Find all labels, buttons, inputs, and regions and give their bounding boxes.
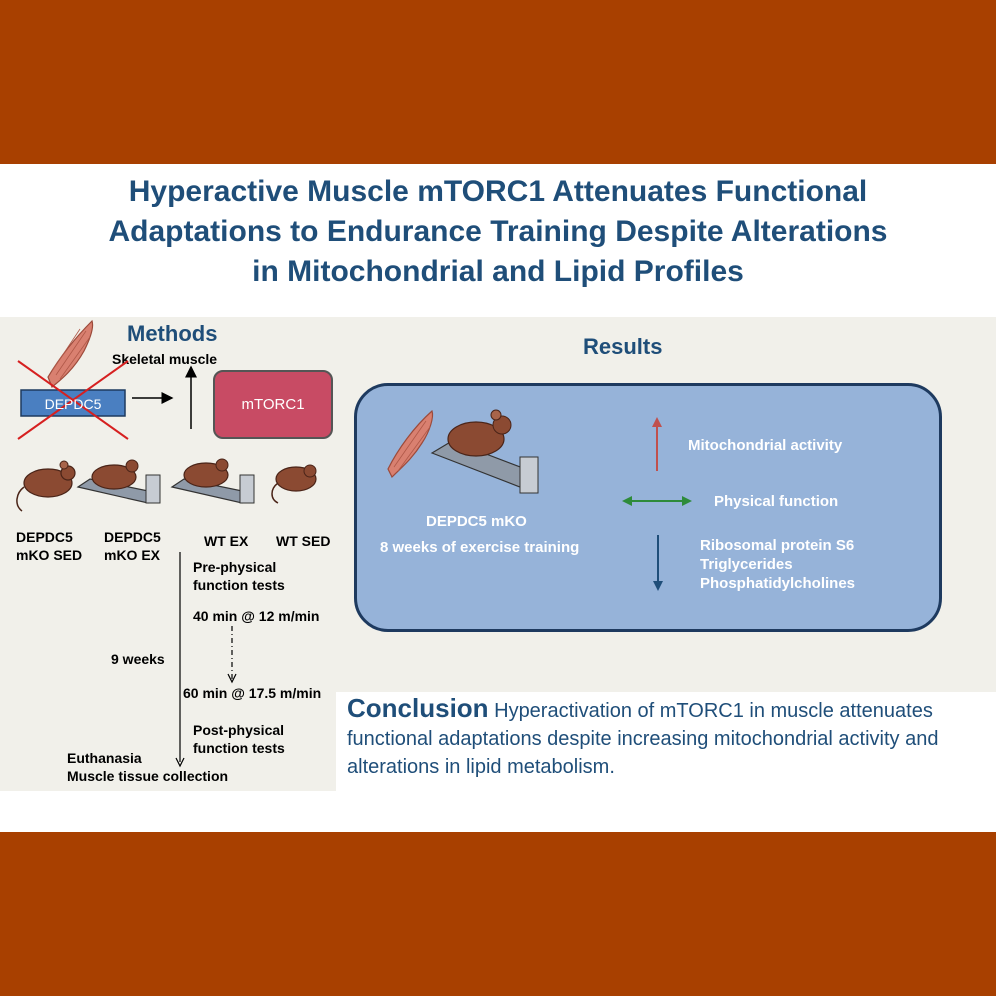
group-label: WT SED bbox=[276, 533, 331, 549]
top-band bbox=[0, 0, 996, 164]
title-line-2: Adaptations to Endurance Training Despit… bbox=[108, 215, 888, 248]
euthanasia-label: Euthanasia Muscle tissue collection bbox=[67, 750, 229, 784]
title-line-3: in Mitochondrial and Lipid Profiles bbox=[252, 255, 744, 288]
decreased-item: Ribosomal protein S6 bbox=[700, 537, 855, 554]
knockout-cross bbox=[17, 360, 129, 440]
methods-diagram bbox=[17, 319, 197, 440]
conclusion-body: Hyperactivation of mTORC1 in muscle atte… bbox=[347, 700, 939, 778]
group-label: WT EX bbox=[204, 533, 249, 549]
muscle-icon bbox=[47, 319, 94, 388]
decreased-item: Phosphatidylcholines bbox=[700, 575, 856, 592]
mouse-icon bbox=[16, 460, 76, 512]
increase-arrow bbox=[652, 417, 662, 471]
bottom-band bbox=[0, 832, 996, 996]
decrease-arrow bbox=[653, 535, 663, 591]
decreased-list: Ribosomal protein S6 Triglycerides Phosp… bbox=[700, 536, 855, 593]
treadmill-mouse-icon bbox=[170, 458, 255, 504]
pre-tests-label: Pre-physical function tests bbox=[193, 559, 285, 593]
results-heading: Results bbox=[583, 334, 663, 359]
skeletal-muscle-label: Skeletal muscle bbox=[112, 351, 218, 367]
page-title: Hyperactive Muscle mTORC1 Attenuates Fun… bbox=[0, 172, 996, 292]
start-protocol-label: 40 min @ 12 m/min bbox=[193, 608, 320, 624]
mouse-icon bbox=[271, 464, 317, 504]
unchanged-label: Physical function bbox=[714, 493, 839, 510]
results-box bbox=[354, 383, 942, 632]
timeline bbox=[175, 552, 237, 768]
increased-label: Mitochondrial activity bbox=[688, 437, 843, 454]
muscle-icon bbox=[387, 409, 434, 479]
group-label: DEPDC5 mKO EX bbox=[104, 529, 161, 563]
conclusion-heading: Conclusion bbox=[347, 693, 489, 723]
mice-row bbox=[16, 458, 317, 512]
methods-heading: Methods bbox=[127, 321, 218, 346]
results-diagram bbox=[387, 409, 692, 591]
end-protocol-label: 60 min @ 17.5 m/min bbox=[183, 685, 322, 701]
duration-label: 9 weeks bbox=[111, 651, 165, 667]
depdc5-label: DEPDC5 bbox=[44, 396, 102, 412]
treadmill-mouse-icon bbox=[430, 409, 539, 494]
decreased-item: Triglycerides bbox=[700, 556, 793, 573]
post-tests-label: Post-physical function tests bbox=[193, 722, 285, 756]
title-line-1: Hyperactive Muscle mTORC1 Attenuates Fun… bbox=[128, 175, 868, 208]
depdc5-box bbox=[20, 389, 126, 417]
group-label: DEPDC5 mKO SED bbox=[16, 529, 83, 563]
training-label: 8 weeks of exercise training bbox=[380, 539, 580, 556]
no-change-arrow bbox=[622, 496, 692, 506]
model-label: DEPDC5 mKO bbox=[426, 513, 527, 530]
treadmill-mouse-icon bbox=[76, 459, 161, 504]
mtorc1-box: mTORC1 bbox=[213, 370, 333, 439]
conclusion-text: Conclusion Hyperactivation of mTORC1 in … bbox=[347, 694, 992, 781]
conclusion-box: Conclusion Hyperactivation of mTORC1 in … bbox=[336, 692, 996, 792]
